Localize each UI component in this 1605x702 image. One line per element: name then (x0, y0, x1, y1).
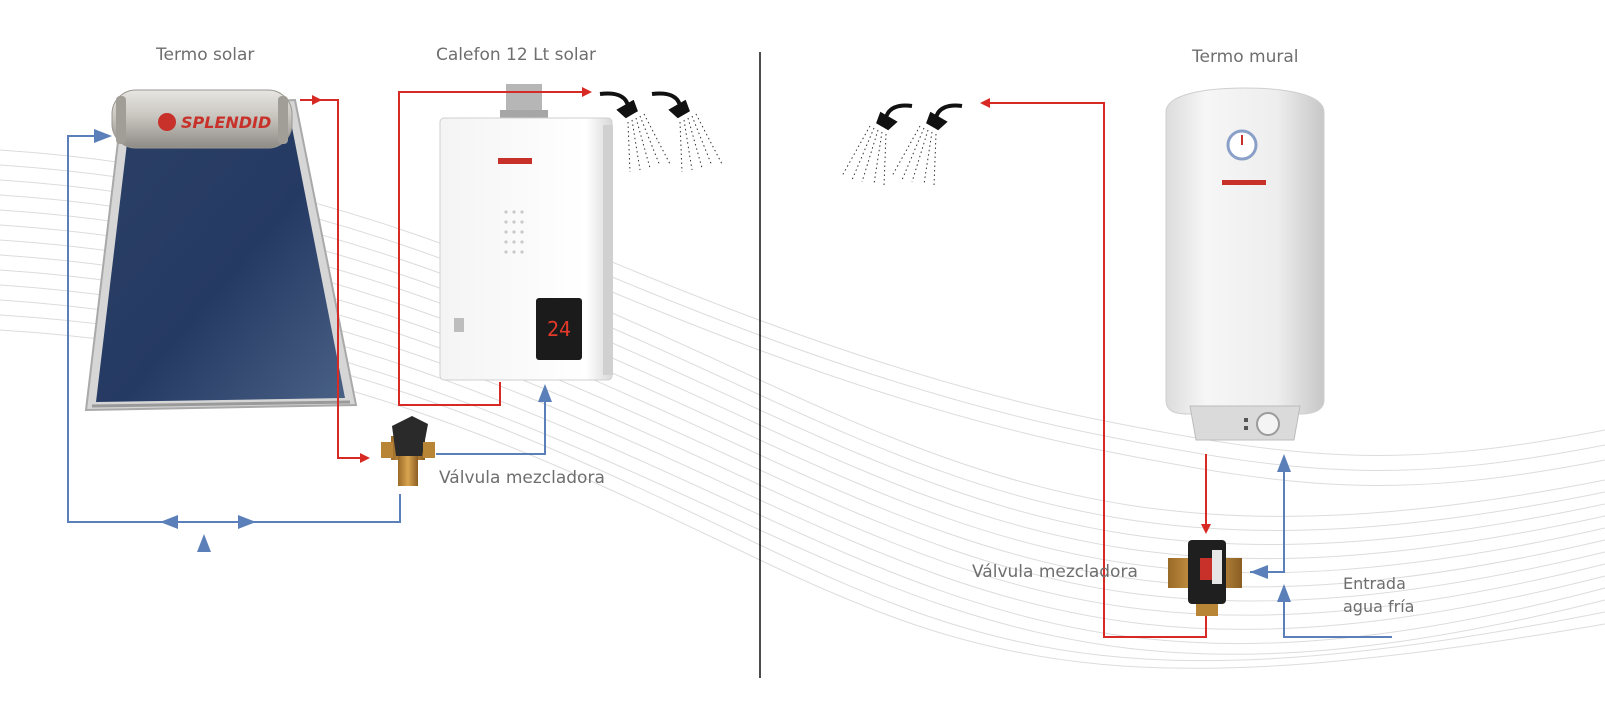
brand-wordmark: SPLENDID (181, 113, 271, 132)
hot-pipe-heater-to-showers (398, 87, 592, 406)
label-valvula-left: Válvula mezcladora (439, 468, 605, 488)
shower-head-right-2 (891, 103, 963, 187)
cold-pipe-valve-to-heater (436, 392, 546, 455)
solar-collector-illustration (84, 89, 358, 412)
hot-water-pipes (300, 87, 1211, 638)
shower-head-right-1 (841, 103, 913, 187)
cold-flow-arrows (94, 129, 1291, 602)
label-entrada-line1: Entrada (1343, 574, 1406, 593)
mixing-valve-right (1168, 540, 1242, 616)
label-valvula-right: Válvula mezcladora (972, 562, 1138, 582)
mixing-valve-left (381, 416, 435, 486)
cold-pipe-loop (67, 135, 401, 523)
label-termo-solar: Termo solar (156, 45, 255, 65)
svg-text:24: 24 (547, 317, 571, 341)
splendid-logo: SPLENDID (158, 113, 271, 132)
label-entrada-line2: agua fría (1343, 597, 1415, 616)
hot-pipe-valve-to-showers (980, 98, 1207, 638)
label-calefon: Calefon 12 Lt solar (436, 45, 596, 65)
shower-head-left-2 (651, 91, 723, 173)
termo-mural-illustration (1165, 87, 1325, 441)
shower-head-left-1 (599, 91, 671, 173)
cold-pipe-inlet (1283, 592, 1392, 638)
label-termo-mural: Termo mural (1192, 47, 1299, 67)
hot-pipe-tank-to-valve (320, 99, 370, 463)
calefon-illustration: 24 (439, 84, 613, 381)
